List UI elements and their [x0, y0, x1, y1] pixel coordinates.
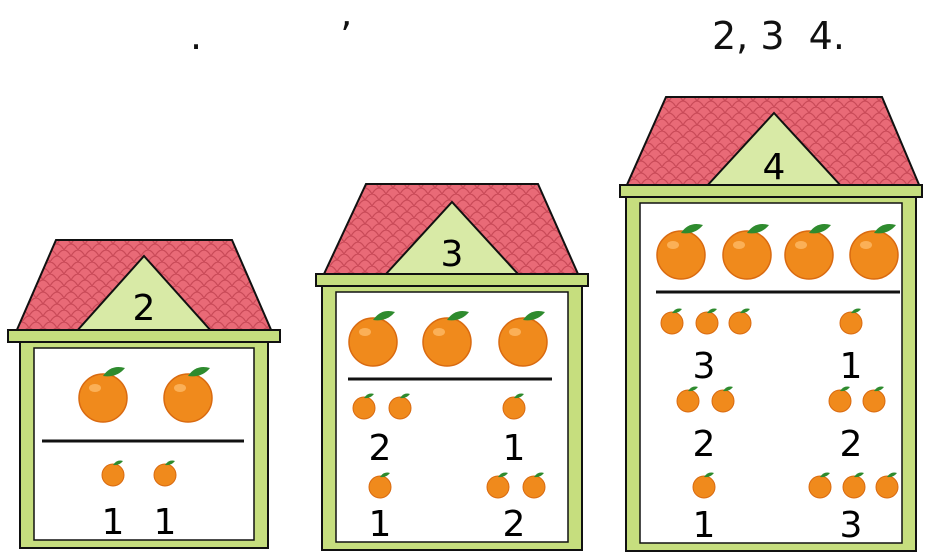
- split-row: 3 1: [660, 308, 863, 387]
- split-row: 2 1: [352, 393, 526, 469]
- split-left-count: 3: [693, 346, 716, 387]
- small-orange-icon: [862, 386, 886, 413]
- split-left-count: 2: [693, 424, 716, 465]
- task-heading: . ’ 2, 3 4.: [0, 14, 930, 64]
- split-right-count: 1: [503, 428, 526, 469]
- small-orange-icon: [842, 472, 866, 499]
- split-left-count: 1: [369, 504, 392, 545]
- eave: [619, 184, 923, 198]
- split-left-count: 2: [369, 428, 392, 469]
- small-orange-icon: [153, 460, 177, 487]
- orange-icon: [348, 311, 398, 367]
- split-row: 1 2: [368, 472, 546, 545]
- split-left-count: 1: [102, 502, 125, 543]
- small-orange-icon: [352, 393, 376, 420]
- split-row: 1 3: [692, 472, 899, 546]
- small-orange-icon: [502, 393, 526, 420]
- small-orange-icon: [692, 472, 716, 499]
- small-orange-icon: [711, 386, 735, 413]
- orange-icon: [163, 367, 213, 423]
- small-orange-icon: [486, 472, 510, 499]
- orange-icon: [422, 311, 472, 367]
- top-oranges: [348, 311, 548, 367]
- split-right-count: 2: [840, 424, 863, 465]
- house-4: 4 3 1 2 2 1 3: [619, 96, 923, 552]
- house-2: 2 1 1: [7, 239, 281, 549]
- house-number: 4: [763, 147, 786, 188]
- house-number: 3: [441, 234, 464, 275]
- top-oranges: [78, 367, 213, 423]
- split-left-count: 1: [693, 505, 716, 546]
- small-orange-icon: [368, 472, 392, 499]
- heading-apostrophe: ’: [340, 14, 353, 58]
- orange-icon: [849, 224, 899, 280]
- heading-numbers: 2, 3 4.: [712, 14, 845, 58]
- house-number: 2: [133, 288, 156, 329]
- small-orange-icon: [875, 472, 899, 499]
- orange-icon: [78, 367, 128, 423]
- small-orange-icon: [676, 386, 700, 413]
- small-orange-icon: [695, 308, 719, 335]
- house-3: 3 2 1 1 2: [315, 183, 589, 551]
- orange-icon: [498, 311, 548, 367]
- split-right-count: 3: [840, 505, 863, 546]
- small-orange-icon: [728, 308, 752, 335]
- small-orange-icon: [388, 393, 412, 420]
- split-right-count: 1: [154, 502, 177, 543]
- split-right-count: 1: [840, 346, 863, 387]
- heading-dot: .: [190, 14, 203, 58]
- orange-icon: [722, 224, 772, 280]
- split-row: 1 1: [101, 460, 177, 543]
- split-row: 2 2: [676, 386, 886, 465]
- small-orange-icon: [828, 386, 852, 413]
- small-orange-icon: [660, 308, 684, 335]
- top-oranges: [656, 224, 899, 280]
- small-orange-icon: [808, 472, 832, 499]
- split-right-count: 2: [503, 504, 526, 545]
- small-orange-icon: [839, 308, 863, 335]
- small-orange-icon: [101, 460, 125, 487]
- eave: [7, 329, 281, 343]
- orange-icon: [656, 224, 706, 280]
- eave: [315, 273, 589, 287]
- orange-icon: [784, 224, 834, 280]
- small-orange-icon: [522, 472, 546, 499]
- wall-panel: [33, 347, 255, 541]
